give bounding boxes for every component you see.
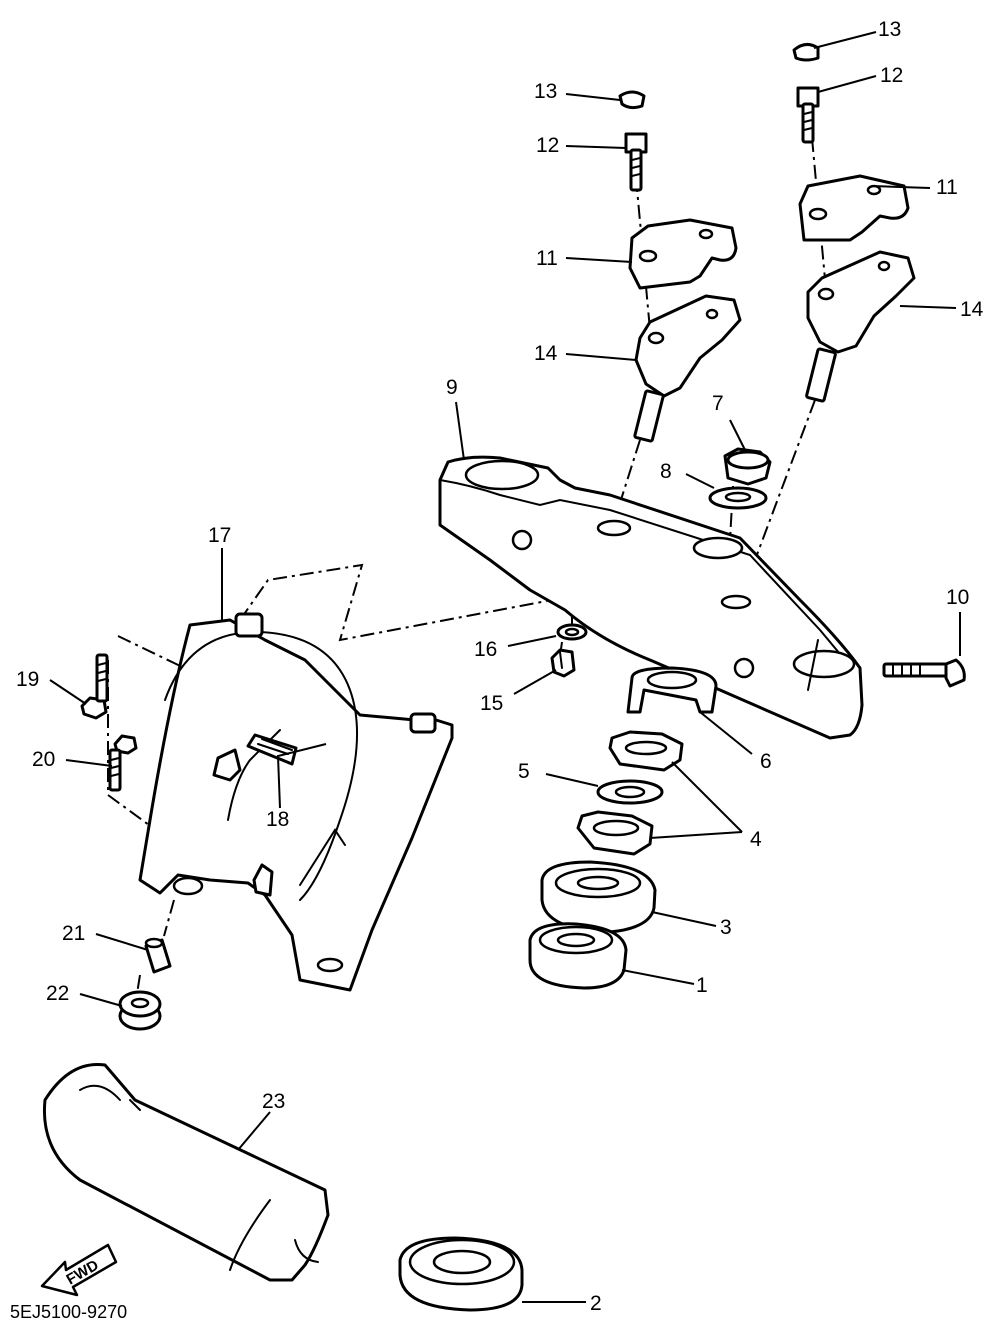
cap-nut-part-7 <box>723 447 772 486</box>
cap-part-13-right <box>792 43 820 62</box>
callout-leaders <box>49 31 961 1303</box>
upper-bracket-part-9 <box>438 455 864 740</box>
callout-5: 5 <box>518 760 530 783</box>
callout-17: 17 <box>208 524 231 547</box>
callout-numbers: 1 2 3 4 5 6 7 8 9 10 11 11 12 12 13 13 1… <box>16 18 984 1315</box>
diagram-code: 5EJ5100-9270 <box>10 1302 127 1322</box>
washer-part-16 <box>556 623 588 641</box>
cover-part-23 <box>42 1062 330 1282</box>
callout-4: 4 <box>750 828 762 851</box>
bolt-part-12-left <box>624 132 648 192</box>
callout-6: 6 <box>760 750 772 773</box>
callout-23: 23 <box>262 1090 285 1113</box>
bolt-part-19 <box>80 653 109 720</box>
callout-19: 19 <box>16 668 39 691</box>
bolt-part-10 <box>882 658 966 688</box>
holder-part-14-left <box>633 294 742 443</box>
callout-1: 1 <box>696 974 708 997</box>
cover-bracket-part-17 <box>138 612 454 992</box>
cap-part-13-left <box>618 90 646 110</box>
bolt-part-12-right <box>796 86 820 144</box>
lock-washer-part-6 <box>626 666 718 714</box>
callout-7: 7 <box>712 392 724 415</box>
fwd-arrow: FWD <box>40 1243 118 1297</box>
callout-3: 3 <box>720 916 732 939</box>
callout-16: 16 <box>474 638 497 661</box>
ring-nut-part-4-lower <box>576 810 654 856</box>
callout-15: 15 <box>480 692 503 715</box>
callout-9: 9 <box>446 376 458 399</box>
callout-13-left: 13 <box>534 80 557 103</box>
holder-part-11-left <box>628 218 738 290</box>
washer-part-8 <box>708 486 768 510</box>
seal-part-2 <box>398 1236 524 1312</box>
callout-12-left: 12 <box>536 134 559 157</box>
callout-10: 10 <box>946 586 969 609</box>
callout-21: 21 <box>62 922 85 945</box>
bearing-part-1 <box>528 922 628 990</box>
holder-part-11-right <box>798 174 910 242</box>
callout-2: 2 <box>590 1292 602 1315</box>
callout-14-left: 14 <box>534 342 558 365</box>
callout-20: 20 <box>32 748 55 771</box>
bearing-part-3 <box>540 860 657 934</box>
ring-nut-part-4-upper <box>608 730 684 772</box>
callout-14-right: 14 <box>960 298 984 321</box>
callout-11-left: 11 <box>536 247 558 270</box>
holder-part-14-right <box>805 250 916 403</box>
bolt-part-20 <box>108 734 138 792</box>
washer-part-5 <box>596 779 664 805</box>
callout-12-right: 12 <box>880 64 903 87</box>
callout-11-right: 11 <box>936 176 958 199</box>
callout-13-right: 13 <box>878 18 901 41</box>
collar-part-21 <box>144 937 172 974</box>
callout-8: 8 <box>660 460 672 483</box>
nut-part-15 <box>550 648 576 678</box>
callout-22: 22 <box>46 982 69 1005</box>
callout-18: 18 <box>266 808 289 831</box>
grommet-part-22 <box>118 990 162 1031</box>
